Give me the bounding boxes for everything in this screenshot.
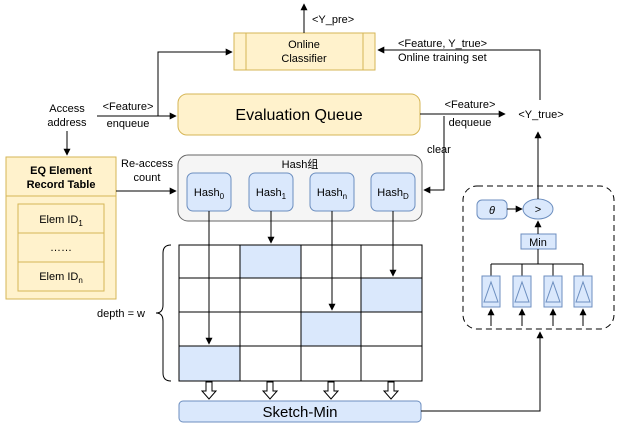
training-set-arrow [377,46,541,100]
online-training-set-label: Online training set [398,52,487,64]
down-arrow-col3 [322,381,340,400]
hash-n-label: Hashn [317,187,347,201]
feature-ytrue-label: <Feature, Y_true> [398,38,487,50]
elem-id-1: Elem ID1 [39,214,83,228]
hash-0-label: Hash0 [194,187,225,201]
online-classifier-box [233,32,376,71]
down-arrow-col1 [200,381,218,400]
elem-list-box [17,203,105,292]
comparator-unit-1 [481,275,501,326]
access-label-line1: Access [49,103,85,115]
comparator-unit-3 [543,275,563,326]
down-arrow-col2 [261,381,279,400]
enqueue-label: enqueue [107,118,150,130]
reaccess-label-line2: count [134,172,161,184]
down-arrow-col4 [382,381,400,400]
compare-label: > [535,204,541,216]
y-pre-label: <Y_pre> [312,14,354,26]
reaccess-label-line1: Re-access [121,158,173,170]
clear-label: clear [427,144,451,156]
hash-group-box [177,154,423,222]
feature-to-classifier-arrow [157,48,233,116]
dequeue-label: dequeue [449,117,492,129]
eq-title-line2: Record Table [27,179,96,191]
depth-label: depth = w [97,308,145,320]
feature-right-label: <Feature> [445,99,496,111]
theta-label: θ [489,205,495,217]
hash-group-label: Hash组 [282,157,319,171]
feature-left-label: <Feature> [103,101,154,113]
hash-d-label: HashD [377,187,409,201]
comparator-unit-2 [512,275,532,326]
elem-dots: …… [50,242,72,254]
classifier-label-line1: Online [288,39,320,51]
evaluation-queue-label: Evaluation Queue [235,107,362,124]
classifier-label-line2: Classifier [281,53,327,65]
sketch-grid [178,244,423,382]
eq-title-line1: EQ Element [30,165,92,177]
elem-id-n: Elem IDn [39,271,83,285]
sketch-min-label: Sketch-Min [262,404,337,421]
access-label-line2: address [47,117,87,129]
hash-1-label: Hash1 [256,187,287,201]
comparator-unit-4 [573,275,593,326]
depth-brace [155,244,172,382]
clear-arrow [423,116,445,194]
min-label: Min [529,237,547,249]
y-true-label: <Y_true> [518,109,563,121]
sketch-min-to-comparator-arrow [421,331,544,412]
